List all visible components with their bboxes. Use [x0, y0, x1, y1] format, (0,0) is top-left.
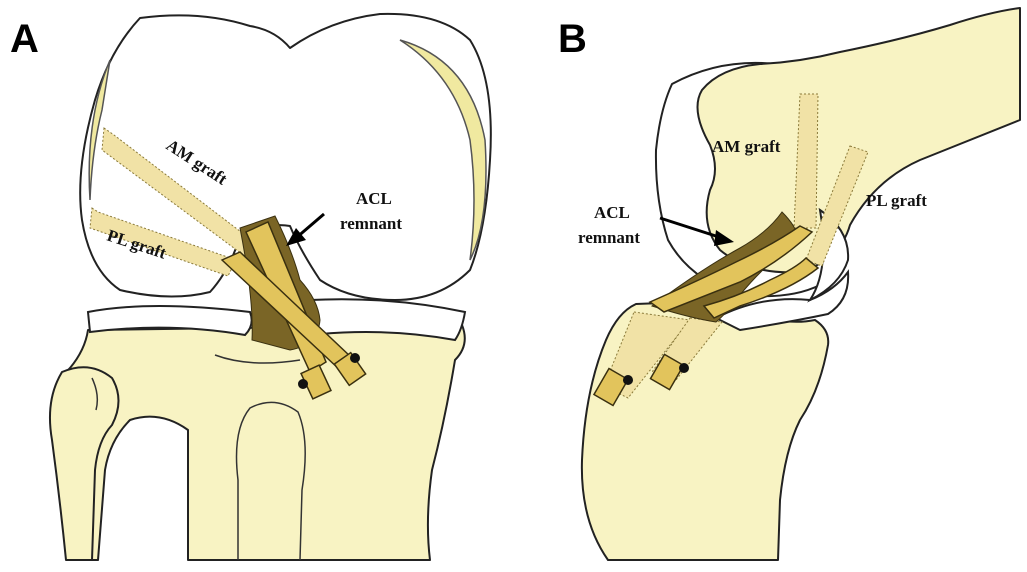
panel-a: A AM graft PL graft [10, 14, 491, 560]
pl-graft-label-b: PL graft [866, 191, 927, 210]
acl-label-line2-b: remnant [578, 228, 640, 247]
pl-fixation-dot-b [679, 363, 689, 373]
panel-b: B AM graft PL graft ACL remn [558, 8, 1020, 560]
tibia-a [53, 325, 464, 560]
panel-b-letter: B [558, 17, 587, 61]
pl-fixation-dot-a [350, 353, 360, 363]
am-fixation-dot-a [298, 379, 308, 389]
am-fixation-dot-b [623, 375, 633, 385]
panel-a-letter: A [10, 17, 39, 61]
fibula-a [50, 367, 119, 560]
acl-label-line1-a: ACL [356, 189, 392, 208]
am-graft-label-b: AM graft [712, 137, 781, 156]
acl-label-line1-b: ACL [594, 203, 630, 222]
acl-label-line2-a: remnant [340, 214, 402, 233]
